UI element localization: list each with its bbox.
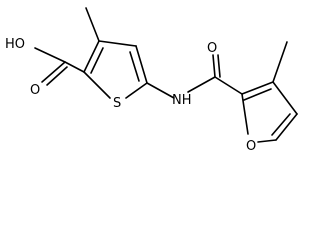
bond-thiophene-c4-c5 [135, 45, 148, 84]
bond-thiophene-c5-s [125, 82, 148, 99]
bond-carbonyl-to-furan [214, 76, 243, 95]
bond-thiophene-c3-c4 [98, 40, 137, 47]
amide-nitrogen-label: NH [172, 93, 192, 108]
amide-oxygen-label: O [207, 41, 217, 56]
bond-thiophene-c2-c3-inner [90, 47, 104, 74]
bond-furan-c4-c5-inner [271, 113, 291, 136]
bond-furan-c4-c5 [275, 113, 298, 141]
structure-diagram: HO O S NH O O [5, 7, 298, 154]
bond-thiophene-c2-c3 [83, 40, 100, 73]
bond-thiophene-s-c2 [83, 71, 111, 99]
bond-furan-c2-c3-inner [243, 88, 272, 101]
bond-thiophene-c4-c5-inner [129, 51, 140, 82]
bond-furan-o-c2 [241, 93, 249, 135]
hydroxyl-label: HO [5, 37, 25, 52]
bond-acid-c-to-oh [34, 47, 66, 63]
bond-furan-c2-c3 [241, 81, 274, 95]
furan-oxygen-label: O [246, 139, 256, 154]
bond-acid-c-o-double-b [46, 66, 68, 86]
bond-acid-c-o-double-a [41, 61, 66, 83]
bond-furan-c5-o [257, 139, 277, 143]
bond-carbonyl-o-double-a [212, 54, 216, 78]
thiophene-sulfur-label: S [113, 96, 121, 111]
bond-ring-to-nh [146, 82, 175, 99]
bond-nh-to-carbonyl [187, 76, 216, 93]
molecule-drawing: HO O S NH O O [5, 7, 298, 154]
bond-furan-methyl [272, 41, 288, 83]
bond-carbonyl-o-double-b [217, 54, 221, 78]
bond-acid-c-to-ring [64, 61, 85, 73]
bond-furan-c3-c4 [272, 81, 298, 115]
bond-thiophene-methyl [85, 7, 100, 42]
carboxyl-oxygen-label: O [30, 83, 40, 98]
